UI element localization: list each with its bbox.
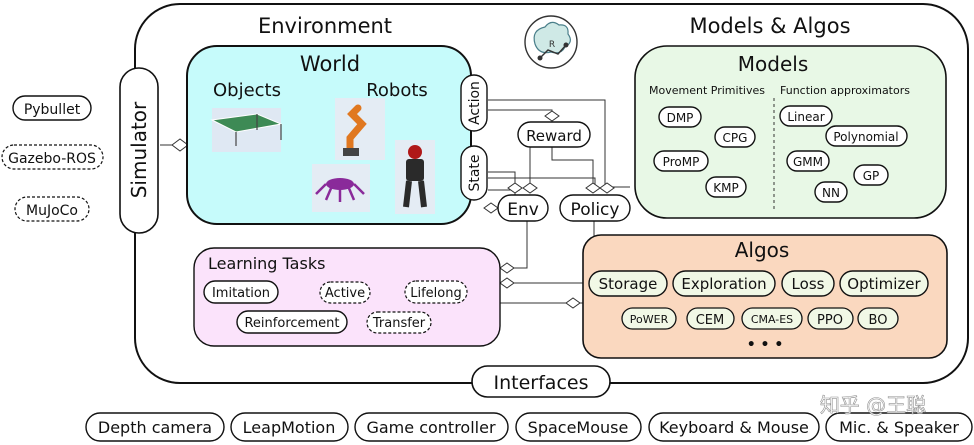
model-promp-label: ProMP bbox=[663, 155, 700, 169]
algo-ppo-label: PPO bbox=[817, 313, 843, 328]
model-nn[interactable] bbox=[814, 181, 848, 203]
algo-storage-label: Storage bbox=[599, 275, 658, 293]
device-mic-speaker[interactable] bbox=[825, 412, 973, 442]
task-transfer[interactable] bbox=[366, 311, 432, 334]
policy-label: Policy bbox=[571, 200, 620, 220]
model-kmp[interactable] bbox=[705, 176, 747, 198]
device-depth-camera[interactable] bbox=[85, 412, 225, 442]
algo-cem[interactable] bbox=[686, 307, 735, 330]
task-imitation-label: Imitation bbox=[212, 286, 270, 301]
algo-power-label: PoWER bbox=[630, 313, 669, 326]
model-gmm-label: GMM bbox=[793, 155, 823, 169]
task-active[interactable] bbox=[319, 281, 371, 304]
task-lifelong[interactable] bbox=[404, 280, 468, 304]
device-spacemouse[interactable] bbox=[515, 412, 642, 442]
task-imitation[interactable] bbox=[203, 280, 279, 304]
simulator-label: Simulator bbox=[127, 101, 151, 198]
simulator-option-mujoco[interactable] bbox=[14, 196, 90, 222]
env-label: Env bbox=[507, 200, 539, 220]
model-nn-label: NN bbox=[822, 186, 840, 200]
simulator-option-pybullet[interactable] bbox=[12, 95, 92, 121]
svg-text:R: R bbox=[549, 40, 555, 50]
task-reinforcement-label: Reinforcement bbox=[244, 316, 339, 331]
device-keyboard-mouse-label: Keyboard & Mouse bbox=[659, 418, 809, 437]
simulator-option-mujoco-label: MuJoCo bbox=[26, 203, 78, 219]
simulator-option-pybullet-label: Pybullet bbox=[24, 102, 81, 118]
algo-loss-label: Loss bbox=[792, 275, 825, 293]
algo-loss[interactable] bbox=[781, 270, 835, 297]
models-algos-title: Models & Algos bbox=[689, 14, 850, 38]
watermark: 知乎 @王聪 bbox=[820, 393, 926, 417]
reward-label: Reward bbox=[526, 127, 582, 145]
model-dmp[interactable] bbox=[658, 106, 702, 128]
reward-pill[interactable] bbox=[517, 121, 591, 148]
action-pill[interactable] bbox=[460, 74, 488, 132]
state-pill[interactable] bbox=[460, 145, 488, 201]
humanoid-robot-image bbox=[395, 140, 435, 214]
movement-primitives-title: Movement Primitives bbox=[649, 84, 765, 97]
brain-robot-logo-icon: R bbox=[524, 15, 578, 69]
robot-arm-image bbox=[335, 98, 385, 160]
task-reinforcement[interactable] bbox=[236, 310, 348, 334]
model-cpg-label: CPG bbox=[723, 131, 748, 145]
algo-exploration-label: Exploration bbox=[681, 275, 766, 293]
algo-cma-es-label: CMA-ES bbox=[751, 313, 793, 326]
environment-title: Environment bbox=[258, 14, 392, 38]
connector-diamonds bbox=[171, 110, 615, 309]
interfaces-label: Interfaces bbox=[494, 372, 589, 394]
device-game-controller-label: Game controller bbox=[366, 418, 495, 437]
algo-bo[interactable] bbox=[857, 307, 899, 330]
device-spacemouse-label: SpaceMouse bbox=[528, 418, 629, 437]
task-transfer-label: Transfer bbox=[372, 316, 426, 331]
model-gmm[interactable] bbox=[786, 150, 830, 172]
interfaces-pill[interactable] bbox=[471, 365, 611, 398]
algo-optimizer[interactable] bbox=[839, 270, 929, 297]
model-linear[interactable] bbox=[779, 105, 833, 127]
algo-optimizer-label: Optimizer bbox=[847, 275, 921, 293]
algos-ellipsis: • • • bbox=[747, 337, 784, 353]
device-keyboard-mouse[interactable] bbox=[648, 412, 820, 442]
device-depth-camera-label: Depth camera bbox=[98, 418, 212, 437]
simulator-pill[interactable] bbox=[119, 67, 159, 234]
model-gp-label: GP bbox=[863, 169, 880, 183]
model-polynomial[interactable] bbox=[825, 125, 908, 147]
algo-ppo[interactable] bbox=[807, 307, 854, 330]
algo-bo-label: BO bbox=[869, 313, 888, 328]
model-polynomial-label: Polynomial bbox=[833, 130, 898, 144]
algos-title: Algos bbox=[735, 238, 790, 262]
learning-tasks-title: Learning Tasks bbox=[208, 254, 325, 273]
state-label: State bbox=[467, 154, 483, 191]
ping-pong-table-image bbox=[210, 108, 283, 152]
hexapod-robot-image bbox=[312, 164, 370, 212]
task-lifelong-label: Lifelong bbox=[410, 286, 462, 301]
simulator-option-gazebo-label: Gazebo-ROS bbox=[8, 151, 96, 167]
objects-label: Objects bbox=[213, 80, 281, 101]
algo-cma-es[interactable] bbox=[741, 307, 803, 330]
device-leapmotion[interactable] bbox=[230, 412, 349, 442]
model-linear-label: Linear bbox=[787, 110, 824, 124]
algo-power[interactable] bbox=[621, 307, 677, 330]
world-title: World bbox=[300, 52, 360, 76]
algo-storage[interactable] bbox=[588, 270, 668, 297]
model-cpg[interactable] bbox=[714, 126, 756, 148]
model-dmp-label: DMP bbox=[667, 111, 694, 125]
algos-box bbox=[582, 234, 948, 359]
task-active-label: Active bbox=[325, 286, 365, 301]
model-gp[interactable] bbox=[853, 164, 889, 186]
algo-cem-label: CEM bbox=[696, 313, 725, 328]
device-game-controller[interactable] bbox=[354, 412, 509, 442]
simulator-option-gazebo[interactable] bbox=[1, 144, 104, 170]
model-kmp-label: KMP bbox=[713, 181, 738, 195]
action-label: Action bbox=[467, 81, 483, 125]
function-approximators-title: Function approximators bbox=[780, 84, 910, 97]
models-title: Models bbox=[738, 52, 808, 76]
device-leapmotion-label: LeapMotion bbox=[243, 418, 336, 437]
model-promp[interactable] bbox=[653, 150, 709, 172]
device-mic-speaker-label: Mic. & Speaker bbox=[839, 418, 959, 437]
policy-pill[interactable] bbox=[559, 194, 631, 222]
env-pill[interactable] bbox=[497, 194, 549, 222]
robots-label: Robots bbox=[366, 80, 428, 101]
algo-exploration[interactable] bbox=[672, 270, 776, 297]
